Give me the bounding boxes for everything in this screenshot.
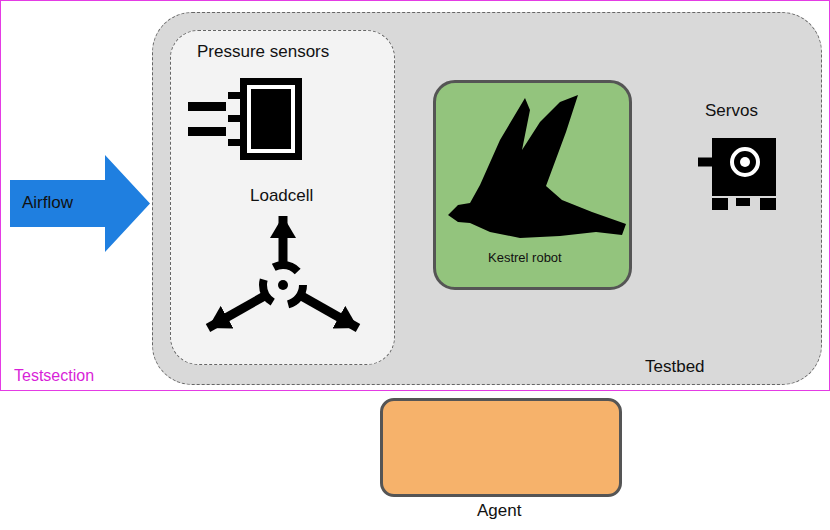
pressure-sensor-icon: [188, 78, 302, 160]
servo-icon: [698, 138, 776, 210]
agent-box: Agent: [380, 398, 622, 497]
node-label: Servos: [705, 101, 758, 121]
testsection-region: Airflow Pressure sensorsLoadcellKestrel r…: [0, 0, 830, 391]
arrow-shape: [10, 155, 150, 252]
node-label: Kestrel robot: [488, 250, 562, 266]
node-label: Testbed: [645, 357, 705, 377]
node-label: Testsection: [14, 366, 94, 385]
node-label: Pressure sensors: [197, 42, 329, 62]
node-label: Airflow: [22, 193, 73, 213]
node-label: Agent: [477, 501, 521, 521]
kestrel-silhouette: [448, 95, 626, 238]
loadcell-icon: [208, 216, 358, 328]
airflow-arrow: Airflow: [10, 155, 150, 252]
node-label: Loadcell: [250, 186, 313, 206]
